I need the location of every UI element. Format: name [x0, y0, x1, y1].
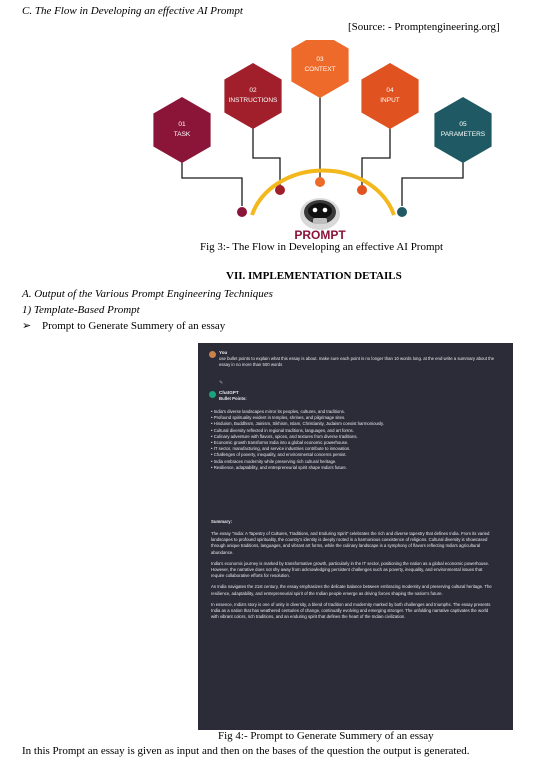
summary-paragraph: India's economic journey is marked by tr… — [211, 560, 490, 579]
connector-task — [181, 157, 243, 206]
chatgpt-name: ChatGPT — [219, 390, 239, 395]
hexagon-number-01: 01 — [178, 121, 186, 128]
subsection-1-heading: 1) Template-Based Prompt — [22, 304, 140, 316]
hexagon-label-context: CONTEXT — [304, 66, 335, 73]
chatgpt-avatar — [209, 391, 216, 398]
hexagon-number-02: 02 — [249, 87, 257, 94]
bullet-list: India's diverse landscapes mirror its pe… — [211, 409, 501, 471]
robot-head-icon — [300, 198, 340, 230]
hexagon-instructions — [224, 63, 282, 129]
hexagon-number-05: 05 — [459, 121, 467, 128]
fig3-caption: Fig 3:- The Flow in Developing an effect… — [200, 241, 444, 253]
bullet-point: Resilience, adaptability, and entreprene… — [211, 465, 501, 471]
section-vii-heading: VII. IMPLEMENTATION DETAILS — [226, 270, 402, 282]
bullet-point: Economic growth transforms India into a … — [211, 440, 501, 446]
endpoint-task-dot — [237, 207, 247, 217]
hexagon-label-task: TASK — [174, 131, 191, 138]
hexagon-input — [361, 63, 419, 129]
bullet-item: ➢ Prompt to Generate Summery of an essay — [22, 319, 225, 332]
bullet-point: IT sector, manufacturing, and service in… — [211, 446, 501, 452]
connector-instructions — [252, 123, 281, 188]
hexagon-parameters — [434, 97, 492, 163]
chatgpt-screenshot: You use bullet points to explain what th… — [198, 343, 513, 730]
summary-heading: Summary: — [211, 519, 233, 524]
summary-block: The essay "India: A Tapestry of Cultures… — [211, 531, 495, 625]
user-name: You — [219, 350, 228, 355]
bullet-point: Challenges of poverty, inequality, and e… — [211, 452, 501, 458]
hexagon-label-parameters: PARAMETERS — [441, 131, 486, 138]
hexagon-number-04: 04 — [386, 87, 394, 94]
hexagon-label-input: INPUT — [380, 97, 400, 104]
section-c-heading: C. The Flow in Developing an effective A… — [22, 5, 243, 17]
bullet-point: Profound spirituality evident in temples… — [211, 415, 501, 421]
bullet-point: Culinary adventure with flavors, spices,… — [211, 434, 501, 440]
hexagon-label-instructions: INSTRUCTIONS — [229, 97, 278, 104]
hexagon-number-03: 03 — [316, 56, 324, 63]
bullet-point: Hinduism, Buddhism, Jainism, Sikhism, Is… — [211, 421, 501, 427]
connector-input — [361, 123, 391, 188]
closing-paragraph: In this Prompt an essay is given as inpu… — [22, 745, 470, 757]
user-avatar — [209, 351, 216, 358]
endpoint-parameters-dot — [397, 207, 407, 217]
user-message: use bullet points to explain what this e… — [219, 356, 495, 368]
endpoint-input-dot — [357, 185, 367, 195]
prompt-arc — [250, 168, 396, 216]
bullet-text: Prompt to Generate Summery of an essay — [41, 320, 226, 332]
connector-parameters — [401, 157, 464, 206]
bullet-arrow-icon: ➢ — [22, 320, 32, 332]
bullet-point: Cultural diversity reflected in regional… — [211, 428, 501, 434]
summary-paragraph: As India navigates the 21st century, the… — [211, 584, 492, 596]
summary-paragraph: The essay "India: A Tapestry of Cultures… — [211, 531, 490, 555]
hexagon-task — [153, 97, 211, 163]
fig4-caption: Fig 4:- Prompt to Generate Summery of an… — [218, 730, 434, 742]
bullet-point: India's diverse landscapes mirror its pe… — [211, 409, 501, 415]
bullet-point: India embraces modernity while preservin… — [211, 459, 501, 465]
edit-pencil-icon[interactable]: ✎ — [219, 380, 224, 386]
bullets-heading: Bullet Points: — [219, 396, 247, 401]
hexagon-context — [291, 40, 349, 98]
subsection-a-heading: A. Output of the Various Prompt Engineer… — [22, 288, 273, 300]
summary-paragraph: In essence, India's story is one of unit… — [211, 601, 491, 620]
connector-lines — [181, 92, 464, 206]
prompt-center-label: PROMPT — [294, 228, 346, 240]
endpoint-context-dot — [315, 177, 325, 187]
endpoint-instructions-dot — [275, 185, 285, 195]
source-citation: [Source: - Promptengineering.org] — [348, 21, 500, 33]
